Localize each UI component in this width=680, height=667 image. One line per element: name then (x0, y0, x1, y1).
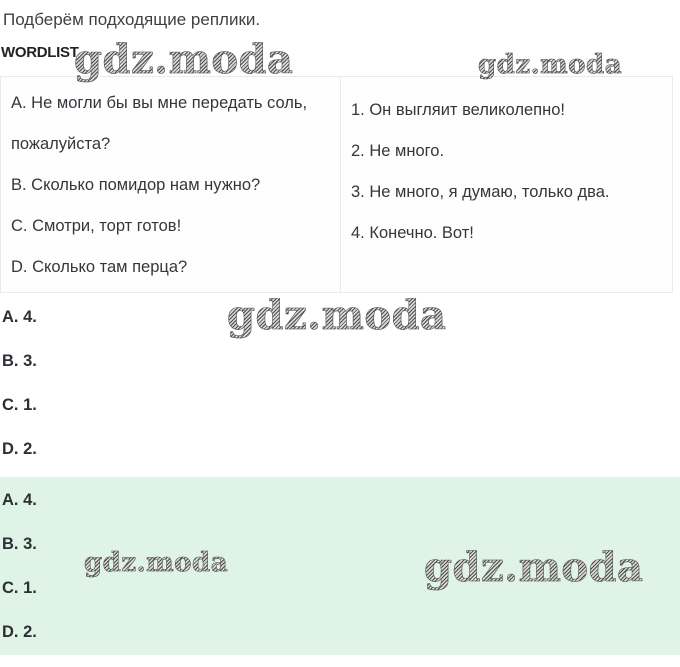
left-item-a: A. Не могли бы вы мне передать соль, пож… (11, 94, 308, 153)
right-item-2: 2. Не много. (351, 142, 445, 160)
highlighted-answer-b: B. 3. (2, 535, 37, 553)
page-title: Подберём подходящие реплики. (3, 10, 261, 29)
answer-a: A. 4. (2, 308, 37, 326)
highlighted-answers-block: A. 4. B. 3. C. 1. D. 2. (0, 477, 680, 655)
left-item-d: D. Сколько там перца? (11, 258, 188, 276)
answer-b: B. 3. (2, 352, 37, 370)
right-item-3: 3. Не много, я думаю, только два. (351, 183, 610, 201)
highlighted-answer-a: A. 4. (2, 491, 37, 509)
highlighted-answer-c: C. 1. (2, 579, 37, 597)
matching-table: A. Не могли бы вы мне передать соль, пож… (0, 76, 673, 293)
matching-table-right-column: 1. Он выгляит великолепно! 2. Не много. … (341, 77, 672, 292)
left-item-c: C. Смотри, торт готов! (11, 217, 182, 235)
right-item-1: 1. Он выгляит великолепно! (351, 101, 565, 119)
answer-d: D. 2. (2, 440, 37, 458)
answers-block-plain: A. 4. B. 3. C. 1. D. 2. (0, 295, 680, 471)
wordlist-label: WORDLIST (1, 44, 79, 61)
highlighted-answer-d: D. 2. (2, 623, 37, 641)
matching-table-left-column: A. Не могли бы вы мне передать соль, пож… (1, 77, 341, 292)
answer-c: C. 1. (2, 396, 37, 414)
left-item-b: B. Сколько помидор нам нужно? (11, 176, 261, 194)
right-item-4: 4. Конечно. Вот! (351, 224, 474, 242)
